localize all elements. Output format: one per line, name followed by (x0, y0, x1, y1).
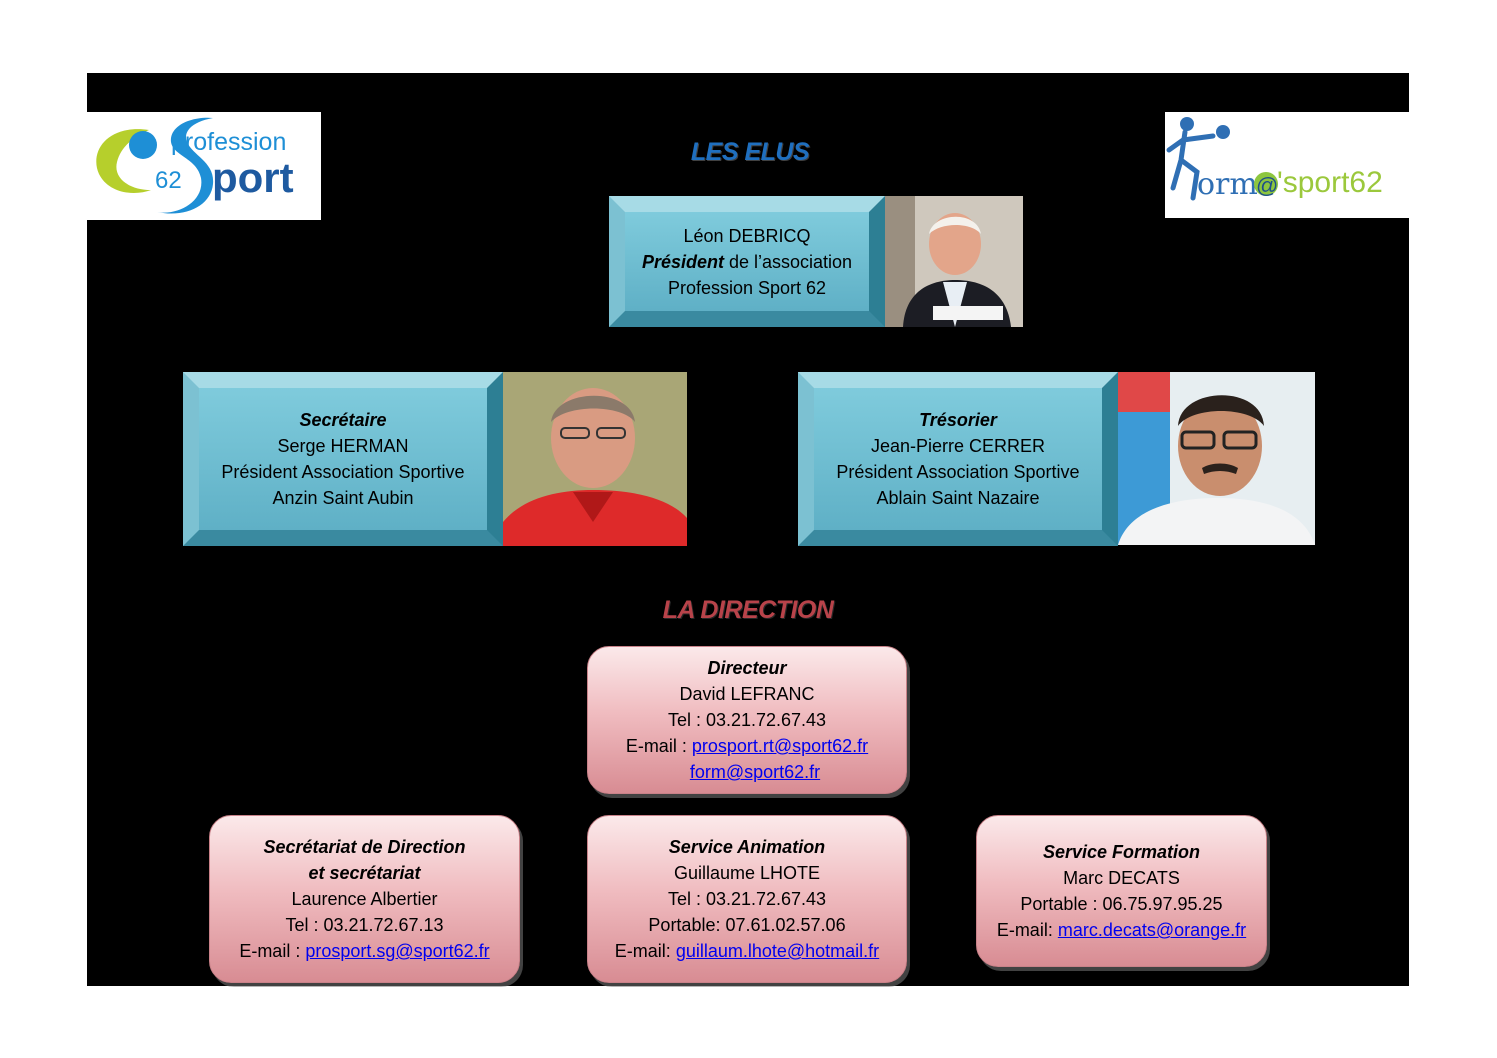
tresorier-name: Jean-Pierre CERRER (870, 436, 1046, 456)
president-org: Profession Sport 62 (667, 277, 827, 298)
president-name: Léon DEBRICQ (683, 225, 811, 246)
svg-text:profession: profession (171, 128, 286, 156)
animation-email-link[interactable]: guillaum.lhote@hotmail.fr (675, 941, 880, 961)
secretaire-photo (503, 372, 687, 546)
president-photo (885, 196, 1023, 327)
tresorier-role: Trésorier (919, 410, 997, 430)
directeur-email-link-1[interactable]: prosport.rt@sport62.fr (691, 736, 869, 756)
secretaire-role: Secrétaire (299, 410, 387, 430)
svg-text:62: 62 (155, 167, 182, 194)
tresorier-card: Trésorier Jean-Pierre CERRER Président A… (798, 372, 1118, 546)
tresorier-photo (1118, 372, 1315, 545)
svg-text:port: port (212, 154, 294, 201)
president-role-suffix: de l’association (723, 251, 853, 272)
svg-text:'sport62: 'sport62 (1277, 166, 1383, 199)
running-figure-icon: orm @ 'sport62 (1166, 117, 1383, 202)
animation-tel: Tel : 03.21.72.67.43 (667, 889, 827, 909)
tresorier-title: Président Association Sportive (836, 462, 1080, 482)
animation-name: Guillaume LHOTE (673, 863, 821, 883)
secretaire-place: Anzin Saint Aubin (272, 488, 414, 508)
person-portrait-icon (885, 196, 1023, 327)
secretariat-email-link[interactable]: prosport.sg@sport62.fr (305, 941, 490, 961)
profession-sport-logo-icon: profession 62 port (96, 117, 294, 214)
directeur-card: Directeur David LEFRANC Tel : 03.21.72.6… (587, 646, 907, 794)
formation-email-link[interactable]: marc.decats@orange.fr (1057, 920, 1247, 940)
animation-mobile: Portable: 07.61.02.57.06 (648, 915, 846, 935)
directeur-name: David LEFRANC (679, 684, 815, 704)
formasport-logo: orm @ 'sport62 (1165, 112, 1409, 218)
direction-title: LA DIRECTION (662, 596, 834, 624)
secretaire-title: Président Association Sportive (221, 462, 465, 482)
secretariat-tel: Tel : 03.21.72.67.13 (285, 915, 444, 935)
person-portrait-icon (503, 372, 687, 546)
directeur-role: Directeur (707, 658, 787, 678)
directeur-email-link-2[interactable]: form@sport62.fr (689, 762, 821, 782)
formation-mobile: Portable : 06.75.97.95.25 (1020, 894, 1223, 914)
secretariat-role-line-1: Secrétariat de Direction (263, 837, 466, 857)
person-portrait-icon (1118, 372, 1315, 545)
formation-card: Service Formation Marc DECATS Portable :… (976, 815, 1267, 967)
secretariat-email-label: E-mail : (239, 941, 306, 961)
president-card: Léon DEBRICQ Président de l’association … (609, 196, 885, 327)
animation-email-label: E-mail: (614, 941, 676, 961)
formation-role: Service Formation (1042, 842, 1201, 862)
animation-role: Service Animation (668, 837, 826, 857)
formation-email-label: E-mail: (996, 920, 1058, 940)
directeur-email-label: E-mail : (625, 736, 692, 756)
tresorier-place: Ablain Saint Nazaire (876, 488, 1040, 508)
secretariat-card: Secrétariat de Direction et secrétariat … (209, 815, 520, 983)
secretaire-name: Serge HERMAN (277, 436, 409, 456)
animation-card: Service Animation Guillaume LHOTE Tel : … (587, 815, 907, 983)
secretariat-name: Laurence Albertier (291, 889, 438, 909)
formation-name: Marc DECATS (1063, 868, 1180, 888)
president-role: Président (641, 251, 724, 272)
svg-text:orm: orm (1197, 167, 1258, 202)
secretariat-role-line-2: et secrétariat (308, 863, 421, 883)
svg-text:@: @ (1256, 173, 1278, 198)
profession-sport-logo: profession 62 port (87, 112, 321, 220)
secretaire-card: Secrétaire Serge HERMAN Président Associ… (183, 372, 503, 546)
directeur-tel: Tel : 03.21.72.67.43 (667, 710, 827, 730)
elus-title: LES ELUS (690, 138, 810, 166)
